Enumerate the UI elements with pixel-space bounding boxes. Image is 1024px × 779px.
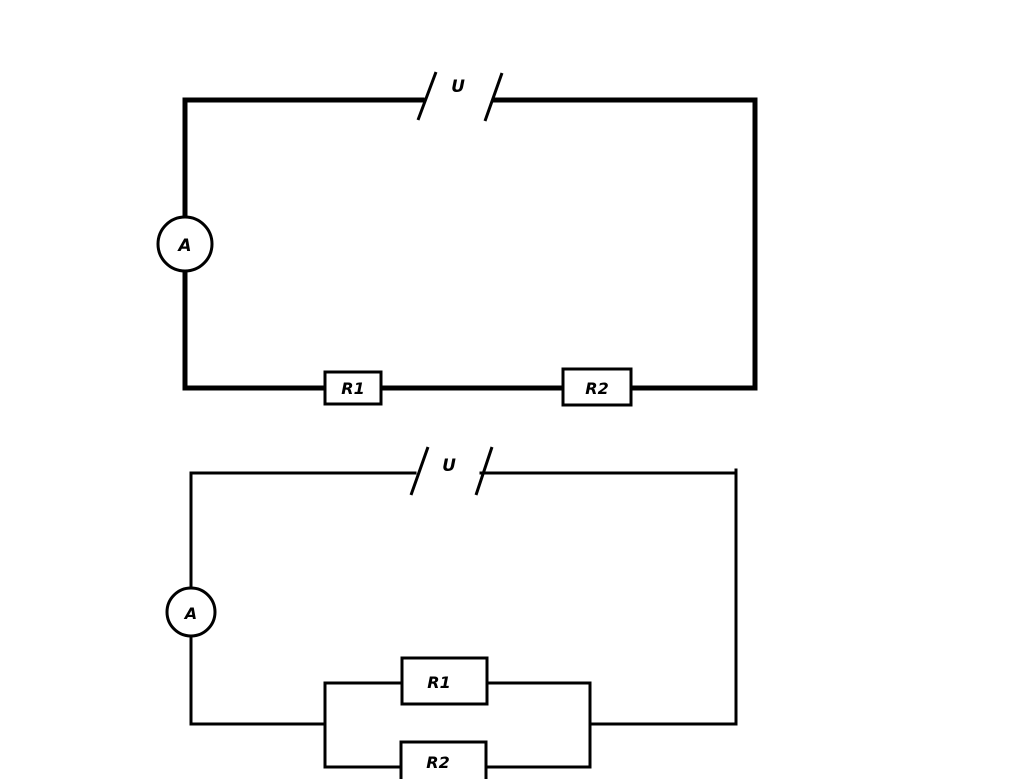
parallel-circuit [189, 468, 738, 769]
series-source-mark-left [416, 71, 438, 121]
parallel-resistor-r2 [399, 740, 488, 779]
series-source-label: U [451, 77, 465, 97]
parallel-voltage-source [409, 446, 494, 496]
series-resistor-r1 [323, 370, 383, 406]
series-resistor-r2 [561, 367, 633, 407]
series-circuit [182, 97, 758, 391]
series-source-mark-right [483, 72, 504, 122]
series-voltage-source [416, 71, 504, 122]
series-ammeter-label: A [176, 236, 191, 256]
parallel-resistor-r1-label: R1 [427, 673, 450, 692]
parallel-ammeter [165, 586, 217, 638]
series-resistor-r1-label: R1 [341, 379, 364, 398]
series-ammeter [156, 215, 214, 273]
series-resistor-r2-label: R2 [585, 379, 608, 398]
parallel-resistor-r2-label: R2 [426, 753, 449, 772]
parallel-source-label: U [442, 456, 456, 476]
parallel-source-mark-left [409, 446, 430, 496]
parallel-ammeter-label: A [183, 604, 197, 623]
parallel-source-mark-right [474, 446, 494, 496]
parallel-resistor-r1 [400, 656, 489, 706]
